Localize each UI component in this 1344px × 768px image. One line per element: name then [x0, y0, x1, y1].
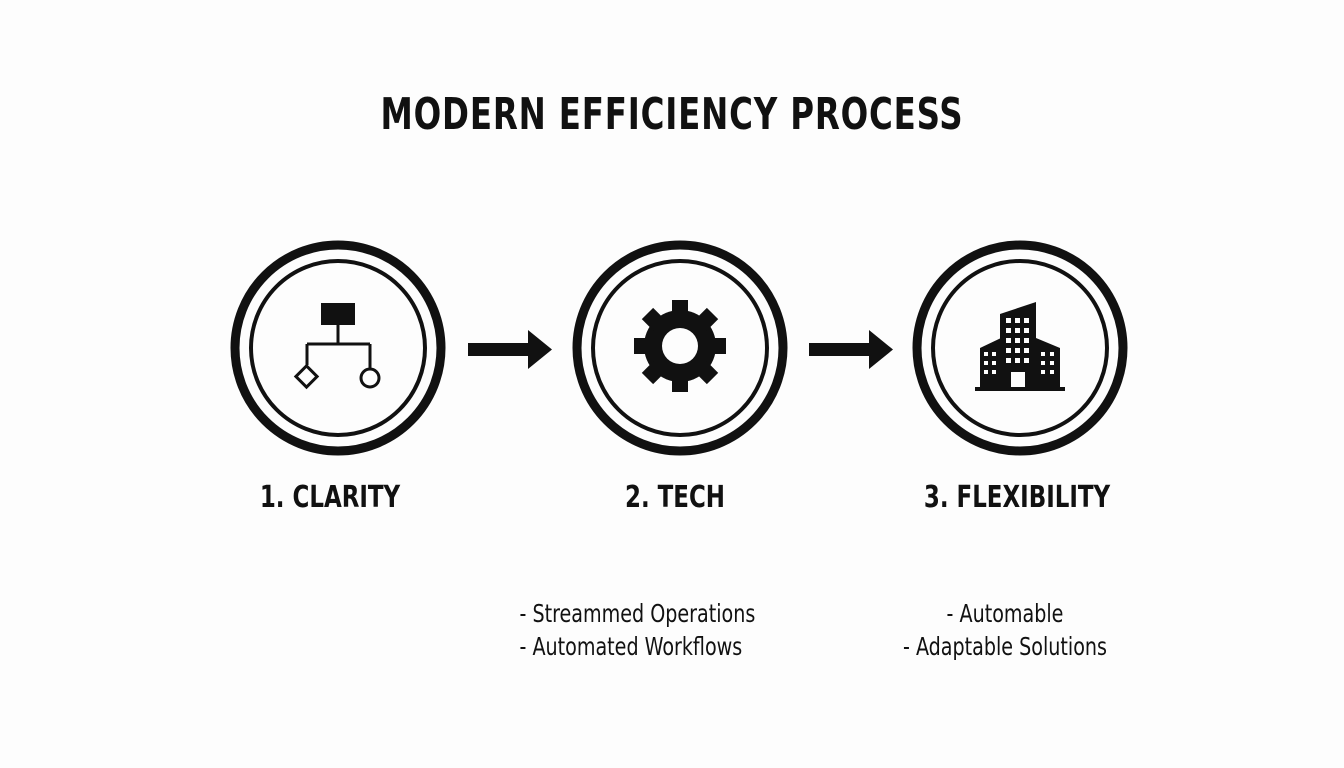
flowchart-icon [293, 303, 381, 390]
gear-icon [634, 300, 726, 392]
step-2-label: 2. TECH [624, 480, 726, 515]
building-icon [975, 302, 1065, 391]
step-2-bullet-2: - Automated Workflows [519, 632, 743, 661]
step-2-bullet-1: - Streammed Operations [519, 599, 756, 628]
step-3-bullet-2: - Adaptable Solutions [902, 632, 1107, 661]
diagram-title: MODERN EFFICIENCY PROCESS [380, 89, 964, 140]
step-3-bullets: - Automable - Adaptable Solutions [856, 597, 1154, 663]
step-3-label: 3. FLEXIBILITY [923, 480, 1111, 515]
arrow-2 [809, 330, 893, 369]
step-3-bullet-1: - Automable [946, 599, 1064, 628]
step-2-bullets: - Streammed Operations - Automated Workf… [520, 597, 809, 663]
step-1-label: 1. CLARITY [259, 480, 401, 515]
arrow-1 [468, 330, 552, 369]
step-1-circle [230, 240, 446, 456]
step-2-circle [572, 240, 788, 456]
step-3-circle [912, 240, 1128, 456]
